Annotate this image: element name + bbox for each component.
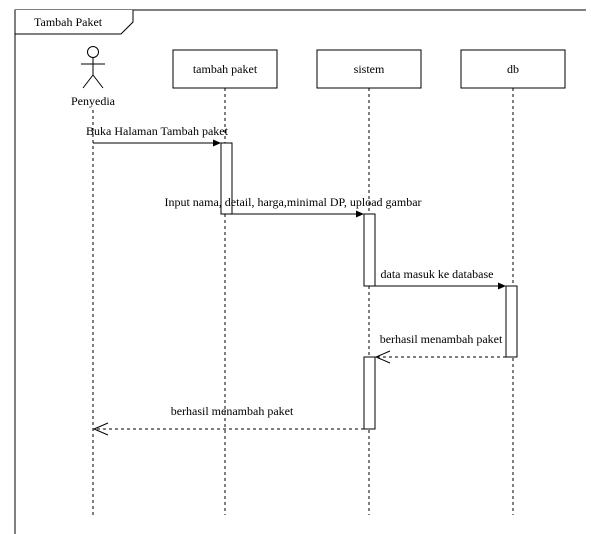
participant-box (316, 49, 422, 89)
message-label-2: Input nama, detail, harga,minimal DP, up… (164, 195, 421, 209)
actor-right-leg (92, 74, 104, 89)
arrowhead-open (92, 422, 109, 436)
arrowhead-filled (213, 139, 221, 147)
participant-tambah-paket: tambah paket (172, 49, 278, 89)
lifelines (92, 88, 514, 515)
participant-label-penyedia: Penyedia (71, 94, 116, 108)
participant-label-db: db (507, 62, 519, 76)
message-4: berhasil menambah paket (374, 332, 506, 364)
activation-sistem-2 (363, 356, 376, 430)
participant-sistem: sistem (316, 49, 422, 89)
frame: Tambah Paket (14, 9, 586, 534)
message-3: data masuk ke database (364, 267, 506, 290)
message-label-5: berhasil menambah paket (171, 404, 294, 418)
arrowhead-filled (356, 210, 364, 218)
actor-left-leg (82, 74, 94, 89)
participant-label-sistem: sistem (354, 62, 385, 76)
message-label-4: berhasil menambah paket (380, 332, 503, 346)
arrowhead-open (374, 350, 391, 364)
frame-title-tab (14, 10, 134, 35)
activations (220, 142, 518, 430)
frame-title: Tambah Paket (34, 15, 103, 29)
message-2: Input nama, detail, harga,minimal DP, up… (164, 195, 422, 218)
actor-penyedia: Penyedia (71, 46, 116, 108)
message-label-3: data masuk ke database (381, 267, 494, 281)
message-1: Buka Halaman Tambah paket (86, 124, 229, 147)
participant-box (172, 49, 278, 89)
actor-head (87, 46, 99, 58)
arrowhead-filled (498, 282, 506, 290)
message-label-1: Buka Halaman Tambah paket (86, 124, 229, 138)
activation-sistem-1 (363, 213, 376, 287)
participant-db: db (460, 49, 566, 89)
message-5: berhasil menambah paket (92, 404, 364, 436)
frame-border (14, 9, 586, 534)
activation-db (505, 285, 518, 358)
participant-label-tambah-paket: tambah paket (193, 62, 258, 76)
